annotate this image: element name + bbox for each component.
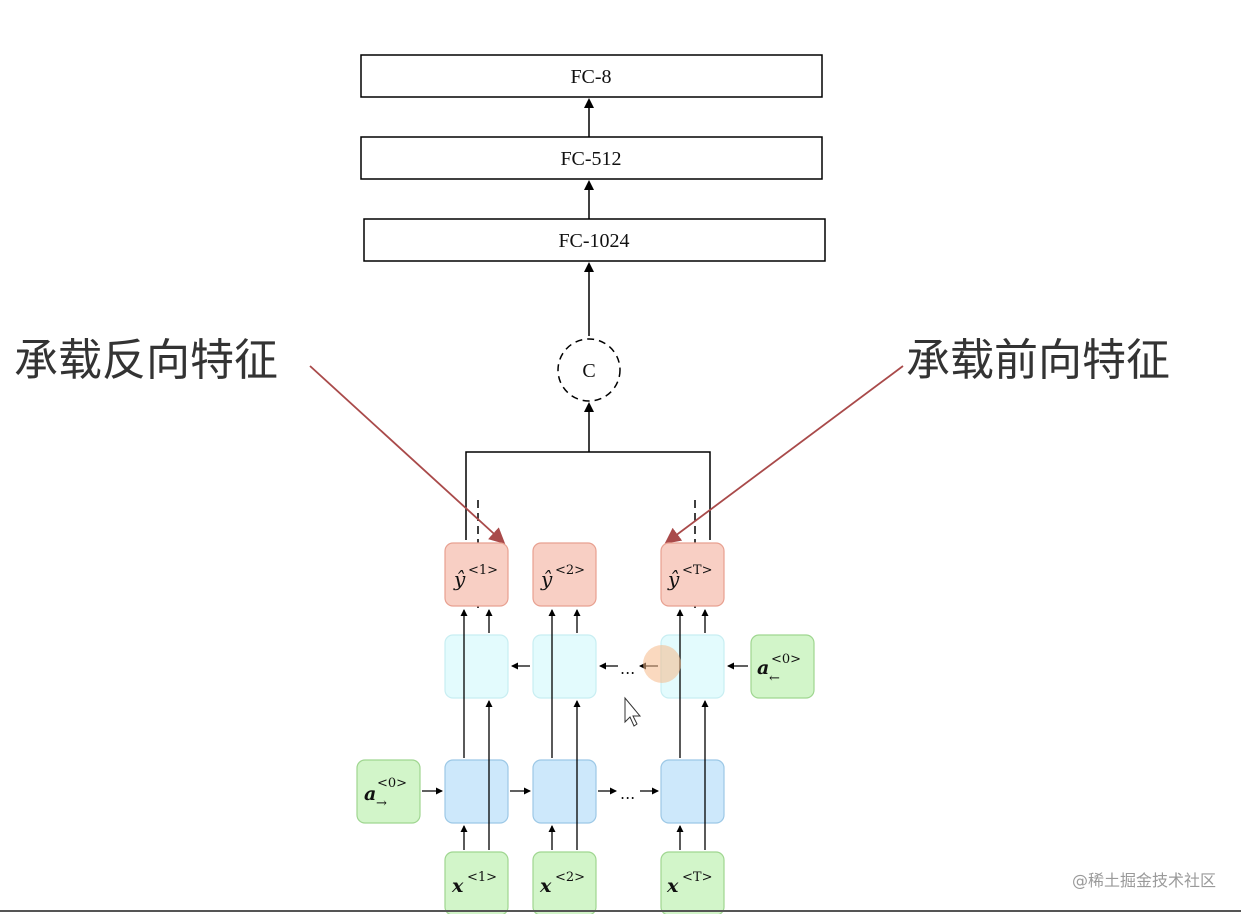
backward-init-base: a bbox=[757, 657, 769, 679]
forward-init-sup: <0> bbox=[377, 776, 407, 791]
output-2-sup: <2> bbox=[555, 563, 585, 578]
fc-1024-label: FC-1024 bbox=[558, 230, 629, 252]
merge-bracket bbox=[465, 451, 711, 540]
output-cell-2: ŷ <2> bbox=[532, 542, 597, 607]
annotation-backward-features: 承载反向特征 bbox=[14, 335, 278, 386]
mouse-pointer-icon bbox=[624, 696, 642, 727]
output-cell-1: ŷ <1> bbox=[444, 542, 509, 607]
input-1-sup: <1> bbox=[467, 870, 497, 885]
fc-8-label: FC-8 bbox=[570, 66, 611, 88]
concat-label: C bbox=[582, 360, 595, 382]
watermark: @稀土掘金技术社区 bbox=[1072, 871, 1216, 890]
annotation-forward-features: 承载前向特征 bbox=[906, 335, 1170, 386]
input-T-base: x bbox=[666, 875, 679, 897]
input-cell-T: x <T> bbox=[660, 851, 725, 914]
fc-512-layer: FC-512 bbox=[360, 136, 823, 180]
output-T-sup: <T> bbox=[682, 563, 712, 578]
input-2-base: x bbox=[539, 875, 552, 897]
backward-ellipsis: ... bbox=[620, 659, 635, 678]
input-T-sup: <T> bbox=[682, 870, 712, 885]
input-cell-2: x <2> bbox=[532, 851, 597, 914]
concat-node: C bbox=[557, 338, 621, 402]
fc-512-label: FC-512 bbox=[560, 148, 621, 170]
output-1-base: ŷ bbox=[453, 567, 466, 591]
forward-init-state: a <0> → bbox=[356, 759, 421, 824]
output-T-base: ŷ bbox=[667, 567, 680, 591]
forward-cell-1 bbox=[444, 759, 509, 824]
output-1-sup: <1> bbox=[468, 563, 498, 578]
forward-init-base: a bbox=[364, 783, 376, 805]
forward-ellipsis: ... bbox=[620, 784, 635, 803]
backward-init-state: a <0> ← bbox=[750, 634, 815, 699]
forward-cell-2 bbox=[532, 759, 597, 824]
backward-cell-1 bbox=[444, 634, 509, 699]
fc-1024-layer: FC-1024 bbox=[363, 218, 826, 262]
backward-cell-2 bbox=[532, 634, 597, 699]
input-2-sup: <2> bbox=[555, 870, 585, 885]
backward-init-sup: <0> bbox=[771, 652, 801, 667]
forward-init-sub: → bbox=[376, 796, 387, 811]
annotation-arrow-right bbox=[664, 365, 904, 544]
input-1-base: x bbox=[451, 875, 464, 897]
backward-init-sub: ← bbox=[769, 671, 780, 686]
fc-8-layer: FC-8 bbox=[360, 54, 823, 98]
input-cell-1: x <1> bbox=[444, 851, 509, 914]
output-2-base: ŷ bbox=[540, 567, 553, 591]
forward-cell-T bbox=[660, 759, 725, 824]
annotation-arrow-left bbox=[309, 365, 506, 545]
cursor-highlight bbox=[643, 645, 681, 683]
output-cell-T: ŷ <T> bbox=[660, 542, 725, 607]
